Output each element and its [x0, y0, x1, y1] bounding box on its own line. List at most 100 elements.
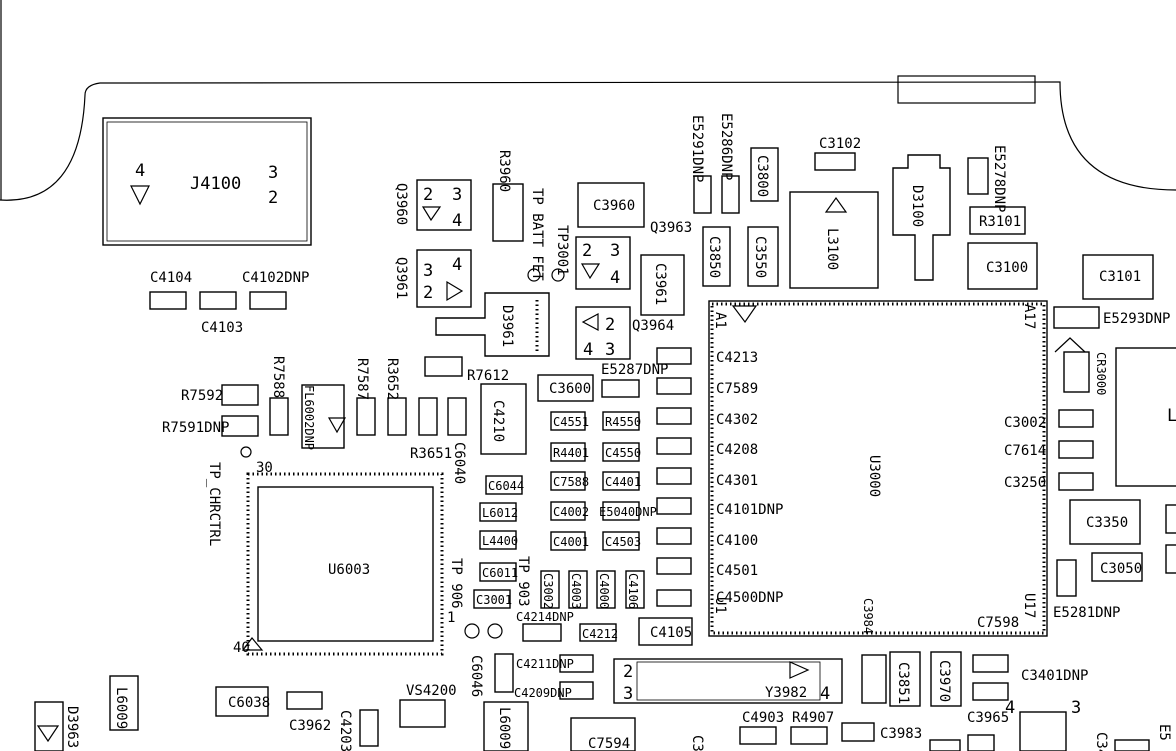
- svg-text:C3550: C3550: [752, 236, 768, 278]
- svg-text:C4302: C4302: [716, 412, 758, 428]
- svg-text:3: 3: [268, 163, 278, 183]
- svg-text:R4907: R4907: [792, 710, 834, 726]
- svg-text:C3983: C3983: [880, 726, 922, 742]
- svg-text:R7612: R7612: [467, 368, 509, 384]
- svg-text:U3000: U3000: [866, 455, 882, 497]
- bottom-left-components: L6009 D3963 C6038 C3962 C4203 VS4200 L60…: [34, 675, 705, 751]
- svg-text:C3401DNP: C3401DNP: [1021, 668, 1088, 684]
- svg-text:R7591DNP: R7591DNP: [162, 420, 229, 436]
- svg-text:4: 4: [135, 161, 145, 181]
- svg-text:L6009: L6009: [113, 687, 129, 729]
- svg-text:Q3964: Q3964: [632, 318, 674, 334]
- j4100-connector: J4100 4 3 2: [102, 117, 312, 246]
- svg-text:4: 4: [452, 211, 462, 231]
- svg-text:R3101: R3101: [979, 214, 1021, 230]
- svg-text:C3350: C3350: [1086, 515, 1128, 531]
- svg-text:C4100: C4100: [716, 533, 758, 549]
- small-grid-b: R4550 C4550 C4401 E5040DNP C4503: [599, 411, 657, 551]
- svg-text:40: 40: [233, 640, 250, 656]
- c3960-cap: C3960 Q3963: [577, 182, 692, 236]
- svg-text:C4301: C4301: [716, 473, 758, 489]
- svg-text:R7588: R7588: [270, 356, 286, 398]
- small-grid-a: C4551 R4401 C7588 C4002 C4001: [550, 411, 589, 551]
- svg-text:C4401: C4401: [605, 475, 641, 489]
- svg-text:2: 2: [268, 188, 278, 208]
- svg-text:D3100: D3100: [909, 185, 925, 227]
- c3600-group: C3600 C4210 E5287DNP: [480, 362, 668, 455]
- y3982-crystal: 2 3 Y3982 4: [613, 658, 843, 704]
- svg-text:E5287DNP: E5287DNP: [601, 362, 668, 378]
- svg-text:C3960: C3960: [593, 198, 635, 214]
- svg-text:E5291DNP: E5291DNP: [689, 115, 705, 182]
- top-dnp-pads: E5291DNP E5286DNP C3800 C3102 E5278DNP: [689, 113, 1007, 214]
- svg-text:C7594: C7594: [588, 736, 630, 751]
- svg-text:C6046: C6046: [468, 655, 484, 697]
- svg-text:C7614: C7614: [1004, 443, 1046, 459]
- svg-text:E5281DNP: E5281DNP: [1053, 605, 1120, 621]
- svg-text:C4103: C4103: [201, 320, 243, 336]
- svg-text:4: 4: [610, 268, 620, 288]
- svg-text:U6003: U6003: [328, 562, 370, 578]
- u3000-left-pads: [656, 347, 692, 607]
- svg-text:E5286DNP: E5286DNP: [718, 113, 734, 180]
- svg-text:C4212: C4212: [582, 627, 618, 641]
- svg-text:30: 30: [256, 460, 273, 476]
- svg-text:C3851: C3851: [895, 662, 911, 704]
- svg-text:2: 2: [605, 315, 615, 335]
- svg-text:R7587: R7587: [354, 358, 370, 400]
- svg-text:Q3960: Q3960: [393, 183, 409, 225]
- svg-text:C6044: C6044: [488, 479, 524, 493]
- svg-text:C4500DNP: C4500DNP: [716, 590, 783, 606]
- svg-text:A17: A17: [1021, 304, 1037, 329]
- svg-text:C4208: C4208: [716, 442, 758, 458]
- svg-text:3: 3: [1071, 698, 1081, 718]
- svg-text:2: 2: [582, 241, 592, 261]
- svg-text:A1: A1: [712, 312, 728, 329]
- svg-text:C7589: C7589: [716, 381, 758, 397]
- d3961-diode: D3961: [435, 292, 550, 357]
- svg-text:C3970: C3970: [936, 660, 952, 702]
- svg-text:C6040: C6040: [451, 442, 467, 484]
- svg-text:C3001: C3001: [476, 593, 512, 607]
- svg-text:C4102DNP: C4102DNP: [242, 270, 309, 286]
- svg-text:4: 4: [452, 255, 462, 275]
- svg-text:C3101: C3101: [1099, 269, 1141, 285]
- svg-text:C4903: C4903: [742, 710, 784, 726]
- c3851-group: C3851 C3970 C3401DNP C4903 R4907 C3983 C…: [739, 651, 1172, 751]
- svg-text:R4550: R4550: [605, 415, 641, 429]
- svg-text:C3100: C3100: [986, 260, 1028, 276]
- svg-text:C4101DNP: C4101DNP: [716, 502, 783, 518]
- l3100-inductor-group: C3850 C3550 L3100: [702, 191, 879, 289]
- svg-text:R3652: R3652: [384, 358, 400, 400]
- board-outline: [0, 0, 1176, 201]
- svg-text:3: 3: [423, 261, 433, 281]
- svg-text:C3050: C3050: [1100, 561, 1142, 577]
- svg-text:C3800: C3800: [754, 155, 770, 197]
- c4214-group: C4214DNP C4212 C4105 C6046 C4211DNP C420…: [464, 610, 693, 700]
- vertical-small-caps: C3002 C4003 C4000 C4106: [540, 570, 645, 609]
- svg-text:Q3961: Q3961: [393, 257, 409, 299]
- svg-text:C3250: C3250: [1004, 475, 1046, 491]
- c3961-cap: C3961: [640, 254, 685, 316]
- svg-text:Y3982: Y3982: [765, 685, 807, 701]
- svg-text:E5: E5: [1156, 724, 1172, 741]
- svg-text:C4551: C4551: [553, 415, 589, 429]
- svg-text:C6011: C6011: [482, 566, 518, 580]
- svg-text:C4501: C4501: [716, 563, 758, 579]
- svg-text:L6009: L6009: [496, 707, 512, 749]
- svg-text:C7588: C7588: [553, 475, 589, 489]
- svg-text:L4400: L4400: [482, 534, 518, 548]
- svg-text:C4210: C4210: [490, 400, 506, 442]
- svg-text:3: 3: [623, 684, 633, 704]
- svg-text:C3600: C3600: [549, 381, 591, 397]
- svg-text:C4104: C4104: [150, 270, 192, 286]
- svg-text:C3962: C3962: [289, 718, 331, 734]
- svg-text:R7592: R7592: [181, 388, 223, 404]
- svg-text:C4209DNP: C4209DNP: [514, 686, 572, 700]
- svg-text:U17: U17: [1021, 593, 1037, 618]
- svg-text:E5040DNP: E5040DNP: [599, 505, 657, 519]
- svg-text:C3965: C3965: [967, 710, 1009, 726]
- svg-text:E5293DNP: E5293DNP: [1103, 311, 1170, 327]
- q3961-transistor: 4 3 2 Q3961: [393, 249, 472, 308]
- svg-text:TP BATT FET: TP BATT FET: [529, 188, 545, 281]
